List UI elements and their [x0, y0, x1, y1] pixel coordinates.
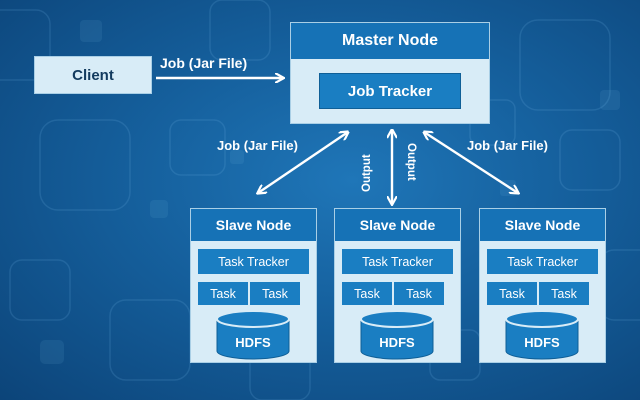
- hdfs-label: HDFS: [235, 335, 271, 350]
- hdfs-storage: HDFS: [502, 309, 582, 361]
- task-tracker: Task Tracker: [487, 249, 598, 274]
- slave-node: Slave Node Task Tracker Task Task HDFS: [190, 208, 317, 363]
- job-tracker: Job Tracker: [319, 73, 461, 109]
- output-label-left: Output: [361, 154, 373, 192]
- task-chip: Task: [487, 282, 537, 305]
- hdfs-storage: HDFS: [213, 309, 293, 361]
- left-job-label: Job (Jar File): [217, 138, 298, 153]
- task-tracker: Task Tracker: [198, 249, 309, 274]
- hdfs-label: HDFS: [524, 335, 560, 350]
- right-job-label: Job (Jar File): [467, 138, 548, 153]
- slave-node-title: Slave Node: [480, 209, 605, 241]
- output-label-right: Output: [405, 143, 417, 181]
- hdfs-label: HDFS: [379, 335, 415, 350]
- client-label: Client: [72, 66, 114, 84]
- database-icon: [216, 310, 290, 360]
- slave-node-title: Slave Node: [335, 209, 460, 241]
- hdfs-storage: HDFS: [357, 309, 437, 361]
- task-chip: Task: [539, 282, 589, 305]
- task-tracker: Task Tracker: [342, 249, 453, 274]
- slave-node: Slave Node Task Tracker Task Task HDFS: [334, 208, 461, 363]
- slave-node: Slave Node Task Tracker Task Task HDFS: [479, 208, 606, 363]
- client-job-label: Job (Jar File): [160, 55, 248, 71]
- database-icon: [505, 310, 579, 360]
- master-node-title: Master Node: [291, 23, 489, 59]
- task-chip: Task: [198, 282, 248, 305]
- task-chip: Task: [250, 282, 300, 305]
- task-chip: Task: [342, 282, 392, 305]
- client-node: Client: [34, 56, 152, 94]
- task-chip: Task: [394, 282, 444, 305]
- database-icon: [360, 310, 434, 360]
- master-node: Master Node Job Tracker: [290, 22, 490, 124]
- slave-node-title: Slave Node: [191, 209, 316, 241]
